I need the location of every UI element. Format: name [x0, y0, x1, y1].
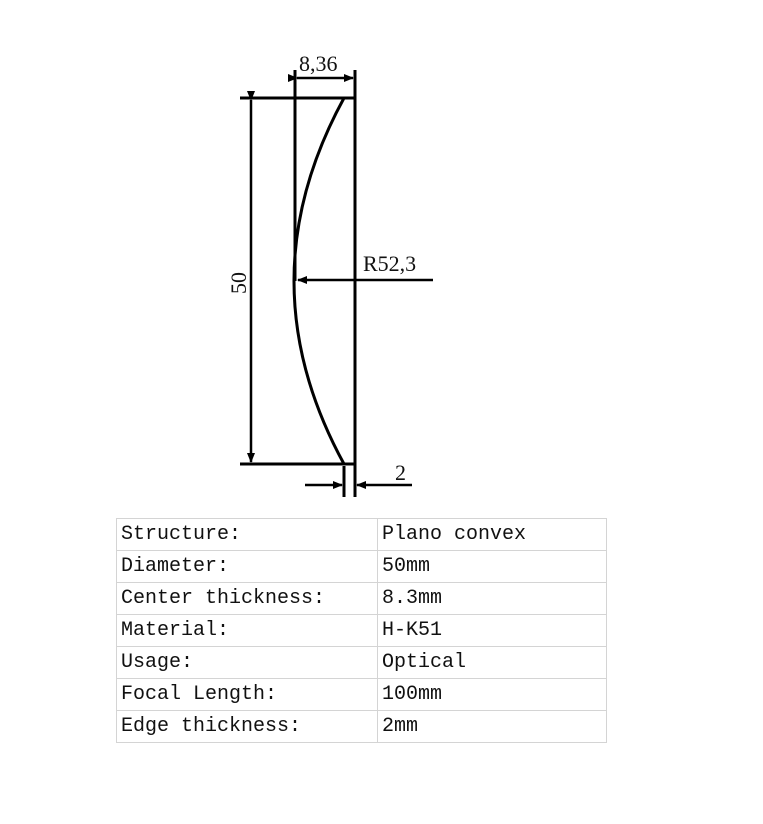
diameter-label: 50	[226, 272, 251, 294]
spec-value: 8.3mm	[377, 582, 607, 615]
center-thickness-label: 8,36	[299, 51, 338, 76]
spec-key: Center thickness:	[116, 582, 378, 615]
spec-key: Material:	[116, 614, 378, 647]
spec-value: H-K51	[377, 614, 607, 647]
spec-value: Plano convex	[377, 518, 607, 551]
table-row: Structure:Plano convex	[116, 518, 607, 551]
table-row: Material:H-K51	[116, 614, 607, 647]
spec-key: Usage:	[116, 646, 378, 679]
table-row: Center thickness:8.3mm	[116, 582, 607, 615]
table-row: Edge thickness:2mm	[116, 710, 607, 743]
edge-thickness-label: 2	[395, 460, 406, 485]
spec-table: Structure:Plano convex Diameter:50mm Cen…	[116, 518, 607, 743]
spec-value: 2mm	[377, 710, 607, 743]
spec-key: Structure:	[116, 518, 378, 551]
lens-drawing: 8,36 R52,3 50 2	[226, 51, 433, 497]
table-row: Diameter:50mm	[116, 550, 607, 583]
spec-key: Focal Length:	[116, 678, 378, 711]
radius-label: R52,3	[363, 251, 416, 276]
spec-value: Optical	[377, 646, 607, 679]
spec-value: 50mm	[377, 550, 607, 583]
table-row: Focal Length:100mm	[116, 678, 607, 711]
table-row: Usage:Optical	[116, 646, 607, 679]
spec-key: Edge thickness:	[116, 710, 378, 743]
spec-key: Diameter:	[116, 550, 378, 583]
spec-value: 100mm	[377, 678, 607, 711]
